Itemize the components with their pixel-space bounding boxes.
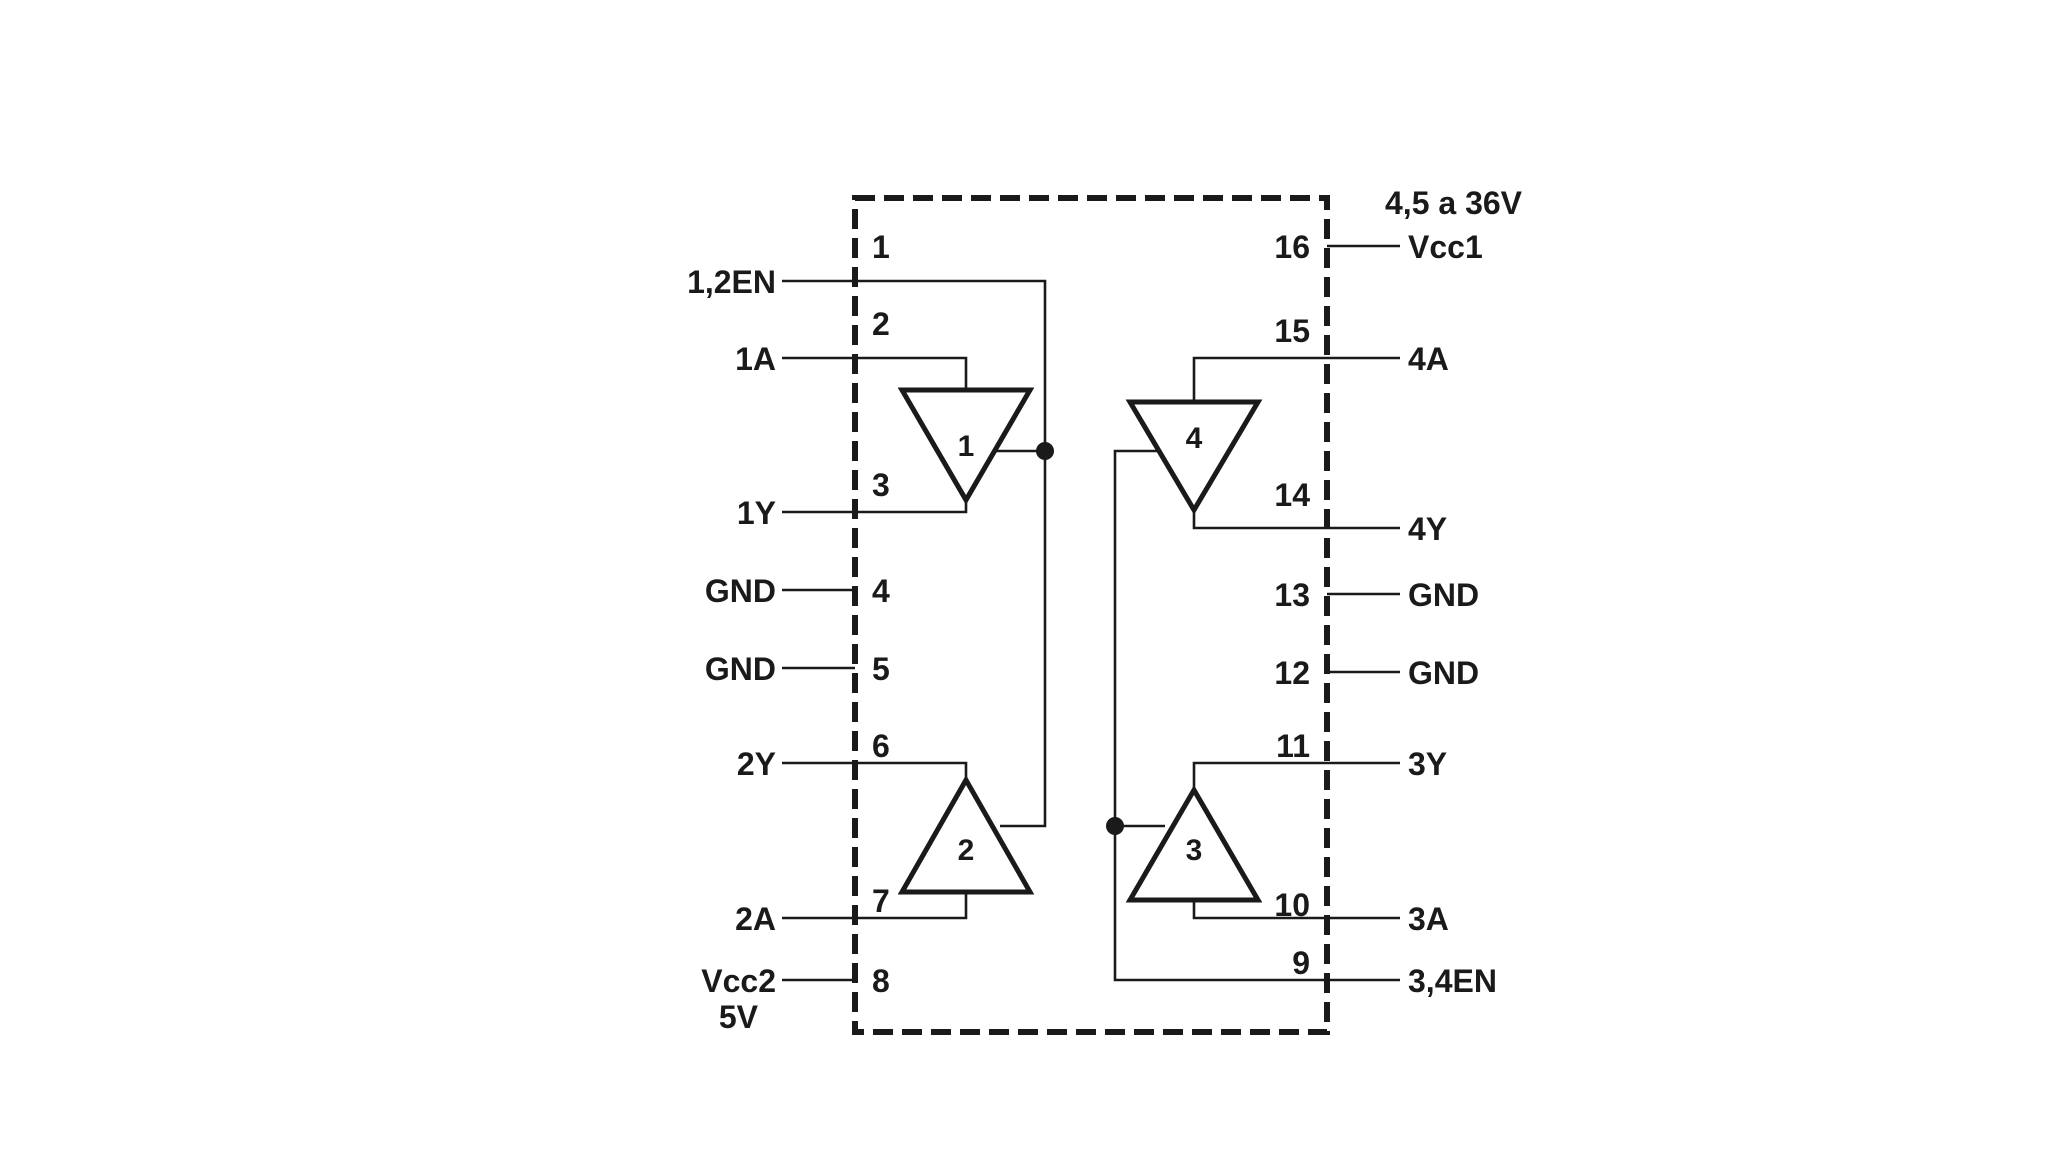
buffer-2-label: 2 (958, 834, 975, 867)
signal-vcc2: Vcc2 (701, 963, 776, 999)
signal-gnd-4: GND (705, 573, 776, 609)
pin-number-12: 12 (1274, 655, 1310, 691)
internal-wiring (855, 279, 1327, 982)
vcc2-voltage: 5V (719, 999, 759, 1035)
right-signal-labels: 4,5 a 36V Vcc1 4A 4Y GND GND 3Y 3A 3,4EN (1385, 185, 1523, 999)
pin-number-11: 11 (1276, 728, 1310, 764)
signal-1a: 1A (735, 341, 776, 377)
buffer-2: 2 (897, 774, 1035, 895)
pin-number-13: 13 (1274, 577, 1310, 613)
signal-4y: 4Y (1408, 511, 1447, 547)
pin-number-6: 6 (872, 728, 890, 764)
left-signal-labels: 1,2EN 1A 1Y GND GND 2Y 2A Vcc2 5V (687, 264, 776, 1035)
signal-vcc1: Vcc1 (1408, 229, 1483, 265)
enable-junction-left (1036, 442, 1054, 460)
signal-gnd-5: GND (705, 651, 776, 687)
pin-number-9: 9 (1292, 945, 1310, 981)
right-pin-numbers: 16 15 14 13 12 11 10 9 (1274, 229, 1310, 981)
enable-junction-right (1106, 817, 1124, 835)
ic-package-outline (852, 195, 1330, 1035)
signal-gnd-12: GND (1408, 655, 1479, 691)
pin-number-16: 16 (1274, 229, 1310, 265)
buffer-1: 1 (897, 387, 1035, 505)
buffer-1-label: 1 (958, 430, 975, 463)
pin-number-3: 3 (872, 467, 890, 503)
pin-number-2: 2 (872, 306, 890, 342)
supply-range-note: 4,5 a 36V (1385, 185, 1523, 221)
pin-number-10: 10 (1274, 887, 1310, 923)
buffer-4-label: 4 (1186, 422, 1203, 455)
signal-3a: 3A (1408, 901, 1449, 937)
pin-number-14: 14 (1274, 477, 1310, 513)
buffer-3-label: 3 (1186, 834, 1203, 867)
pin-number-4: 4 (872, 573, 890, 609)
right-pin-leads (1327, 244, 1400, 982)
pin-number-7: 7 (872, 883, 890, 919)
signal-3-4en: 3,4EN (1408, 963, 1497, 999)
buffer-4: 4 (1125, 399, 1263, 515)
left-pin-leads (782, 279, 855, 982)
signal-gnd-13: GND (1408, 577, 1479, 613)
pin-number-15: 15 (1274, 313, 1310, 349)
pin-number-5: 5 (872, 651, 890, 687)
signal-2a: 2A (735, 901, 776, 937)
buffer-3: 3 (1125, 785, 1263, 903)
pin-number-8: 8 (872, 963, 890, 999)
signal-3y: 3Y (1408, 746, 1447, 782)
signal-2y: 2Y (737, 746, 776, 782)
left-pin-numbers: 1 2 3 4 5 6 7 8 (872, 229, 890, 999)
signal-4a: 4A (1408, 341, 1449, 377)
signal-1y: 1Y (737, 495, 776, 531)
signal-1-2en: 1,2EN (687, 264, 776, 300)
pin-number-1: 1 (872, 229, 890, 265)
